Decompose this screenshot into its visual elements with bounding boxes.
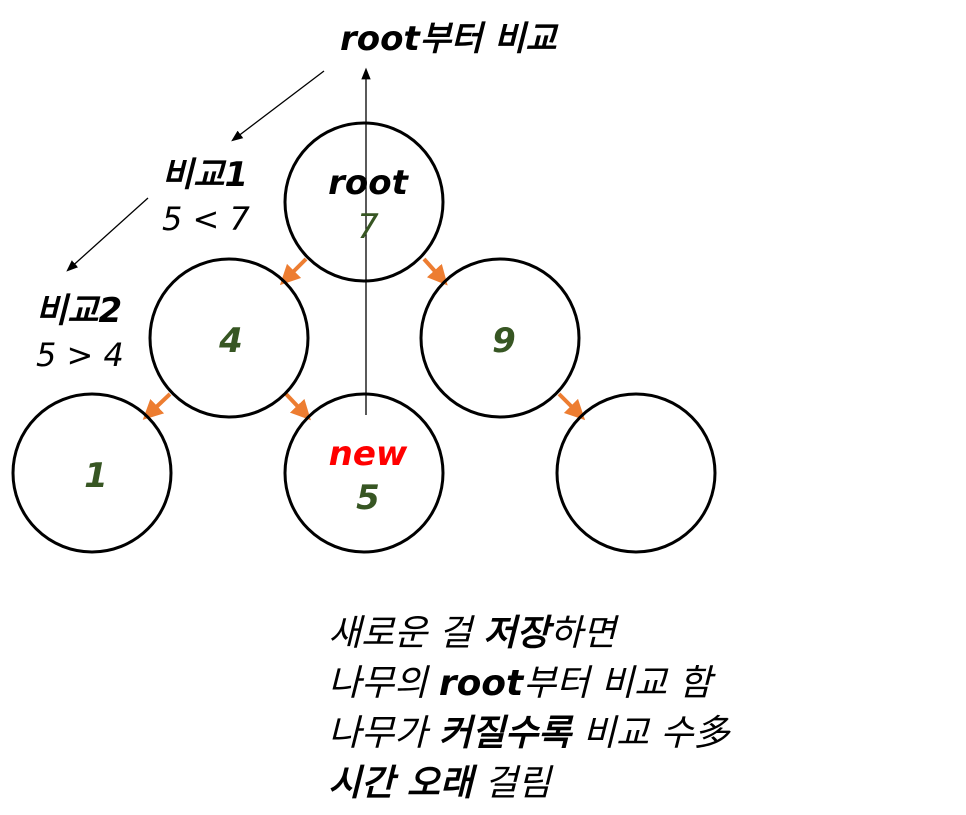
- node-root: root 7: [283, 121, 445, 283]
- node-left: 4: [148, 257, 310, 419]
- description-line-1: 새로운 걸 저장하면: [328, 613, 620, 654]
- description-line-4: 시간 오래 걸림: [328, 763, 554, 804]
- node-new: new 5: [283, 392, 445, 554]
- edge-root-left: [279, 257, 308, 286]
- node-right-value: 9: [492, 321, 516, 361]
- compare2-title: 비교2: [36, 291, 122, 331]
- node-root-value: 7: [357, 207, 379, 247]
- node-left-value: 4: [218, 321, 243, 361]
- node-left-left: 1: [11, 392, 173, 554]
- compare1-expr: 5 < 7: [162, 200, 251, 238]
- node-right: 9: [419, 257, 581, 419]
- edge-root-right: [422, 257, 448, 286]
- node-right-right: [555, 392, 717, 554]
- edge-left-new: [284, 392, 311, 421]
- diagram-title: root부터 비교: [340, 19, 559, 59]
- edge-right-rightright: [557, 392, 586, 421]
- node-root-label: root: [328, 163, 409, 203]
- trace-arrow-from-title: [231, 70, 325, 142]
- node-new-label: new: [329, 434, 408, 474]
- edge-left-leftleft: [142, 392, 172, 420]
- node-left-left-value: 1: [84, 456, 108, 496]
- compare2-expr: 5 > 4: [36, 336, 124, 374]
- compare1-title: 비교1: [162, 155, 248, 195]
- node-new-value: 5: [356, 478, 380, 518]
- description-line-3: 나무가 커질수록 비교 수多: [328, 713, 732, 754]
- trace-arrow-to-compare2: [66, 197, 149, 272]
- description-line-2: 나무의 root부터 비교 함: [328, 663, 717, 704]
